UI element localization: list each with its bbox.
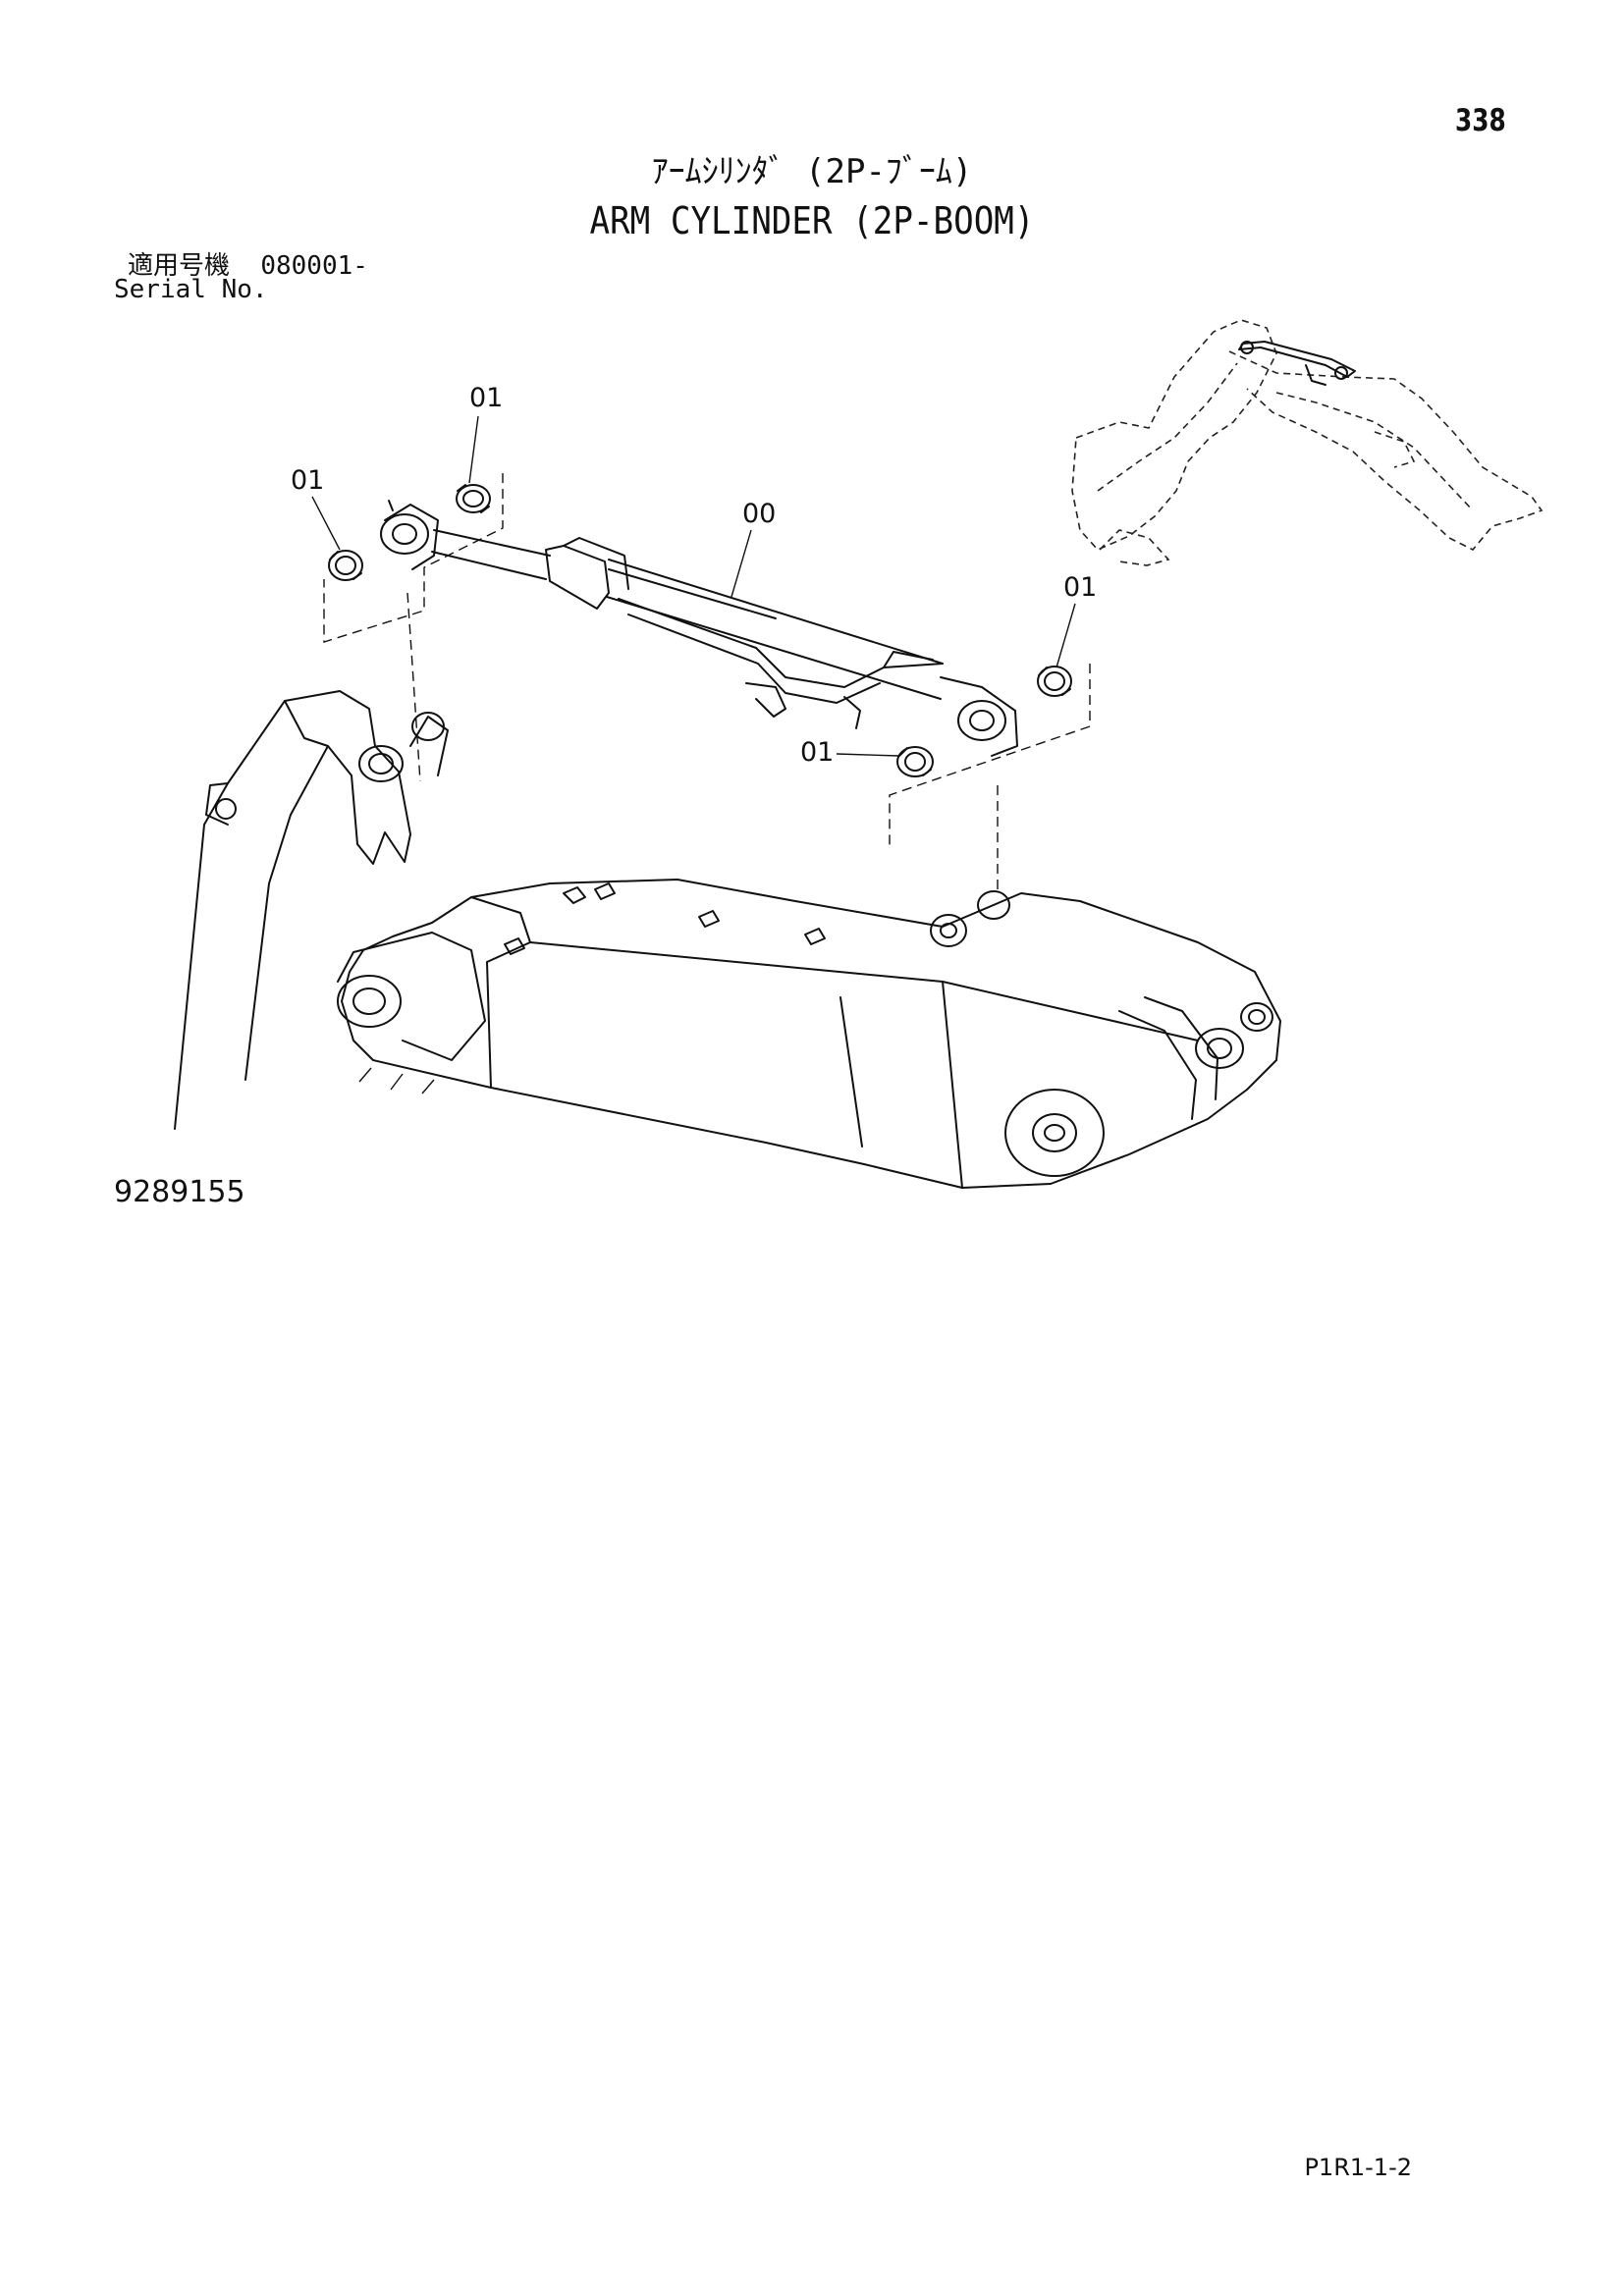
bushing-01-top <box>456 484 491 513</box>
title-english: ARM CYLINDER (2P-BOOM) <box>589 199 1035 242</box>
page-number: 338 <box>1455 103 1506 138</box>
callout-label-01-b: 01 <box>291 465 324 496</box>
bushing-01-bottom <box>896 746 934 777</box>
callout-label-01-c: 01 <box>1063 572 1097 603</box>
assembly-dashed-boxes <box>323 473 1091 893</box>
overview-thumbnail <box>1071 319 1543 566</box>
title-japanese: ｱｰﾑｼﾘﾝﾀﾞ (2P-ﾌﾞｰﾑ) <box>651 152 973 191</box>
callout-label-01-d: 01 <box>800 737 834 768</box>
serial-value: 080001- <box>260 251 368 281</box>
page-reference: P1R1-1-2 <box>1304 2154 1412 2181</box>
arm-cylinder-00 <box>380 500 1018 757</box>
callout-label-01-a: 01 <box>469 383 503 413</box>
drawing-number: 9289155 <box>114 1175 245 1209</box>
bushing-01-right <box>1037 666 1072 697</box>
bushing-01-left <box>328 550 363 581</box>
serial-label-english: Serial No. <box>114 275 268 304</box>
leader-lines <box>311 415 1076 757</box>
serial-label-jp-text: 適用号機 <box>128 251 231 281</box>
serial-label-japanese: 適用号機 080001- <box>128 253 368 279</box>
callout-label-00: 00 <box>742 499 776 529</box>
boom-structure <box>174 690 1281 1189</box>
